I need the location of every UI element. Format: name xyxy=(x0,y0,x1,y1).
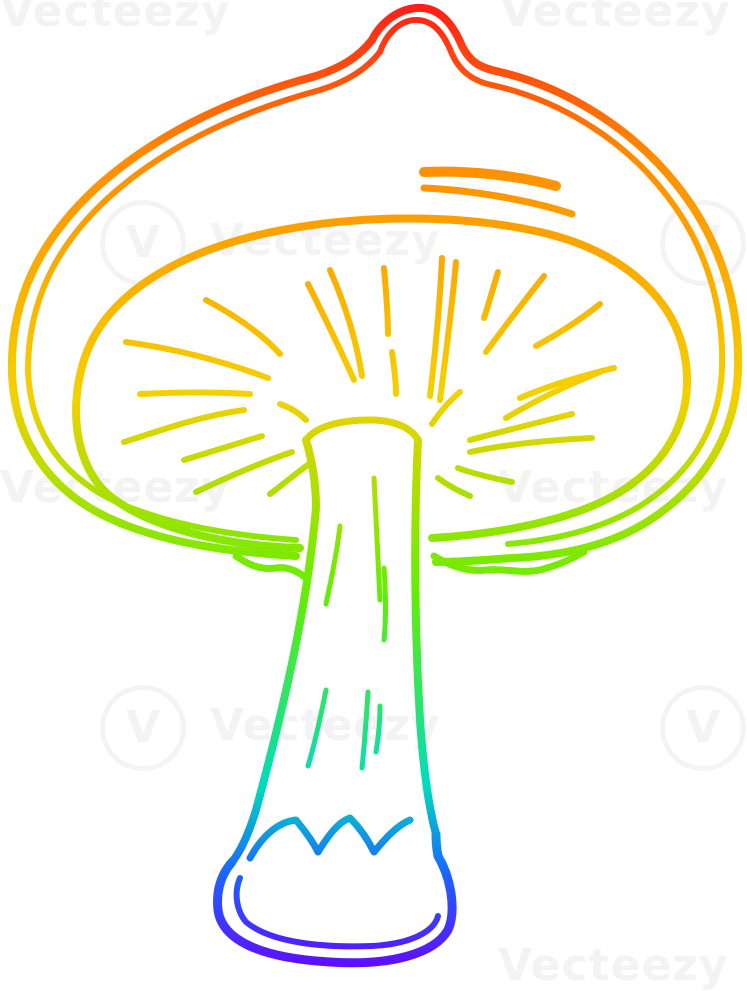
stem-right xyxy=(411,436,440,838)
cap-outline-outer-left xyxy=(7,36,376,560)
cap-highlight xyxy=(419,166,561,191)
cap-skirt-right xyxy=(430,548,588,575)
stem-base-inner xyxy=(233,875,441,950)
stem-base-outline xyxy=(213,829,457,968)
gill-rim xyxy=(72,214,691,552)
stem-left xyxy=(228,436,320,866)
cap-outline-inner xyxy=(377,17,726,547)
cap-outline-inner-left xyxy=(25,49,383,543)
stem-base-zigzag xyxy=(246,814,414,862)
gill-lines xyxy=(121,255,617,499)
cap-outline-outer xyxy=(368,3,743,566)
cap-skirt-left xyxy=(232,552,312,584)
stem-top xyxy=(302,416,422,444)
stem-texture xyxy=(305,475,388,771)
